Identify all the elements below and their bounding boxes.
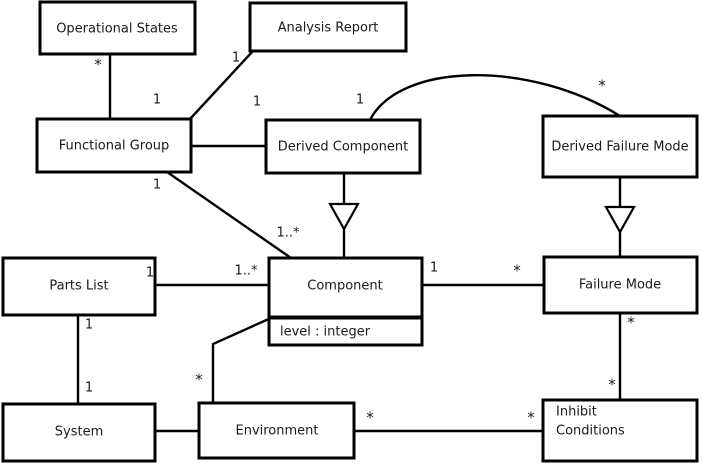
class-box-rect[interactable] xyxy=(35,117,193,174)
assoc-functional-group-analysis-report[interactable] xyxy=(188,49,255,121)
multiplicity-label-m9: 1 xyxy=(146,266,154,281)
class-box-parts-list[interactable]: Parts List xyxy=(1,256,157,317)
class-name-inhibit-conditions-line2: Conditions xyxy=(556,424,625,439)
multiplicity-label-m8: 1..* xyxy=(276,226,300,241)
class-box-rect-name-compartment[interactable] xyxy=(267,256,424,319)
class-name-failure-mode: Failure Mode xyxy=(579,278,661,293)
multiplicity-label-m18: * xyxy=(366,409,374,427)
multiplicity-label-m1: * xyxy=(94,56,102,74)
generalization-triangle-component xyxy=(328,202,360,232)
multiplicity-label-m10: 1..* xyxy=(234,264,258,279)
class-name-functional-group: Functional Group xyxy=(59,139,170,154)
multiplicity-label-m12: * xyxy=(513,262,521,280)
class-box-rect[interactable] xyxy=(1,256,157,317)
class-box-system[interactable]: System xyxy=(1,402,157,463)
multiplicity-label-m15: 1 xyxy=(85,381,93,396)
class-name-derived-failure-mode: Derived Failure Mode xyxy=(551,140,688,155)
class-box-inhibit-conditions[interactable]: Inhibit Conditions xyxy=(541,398,699,463)
multiplicity-label-m3: 1 xyxy=(153,93,161,108)
class-box-rect-attribute-compartment[interactable] xyxy=(267,316,424,347)
multiplicity-label-m5: 1 xyxy=(356,93,364,108)
class-box-analysis-report[interactable]: Analysis Report xyxy=(248,1,408,53)
class-box-environment[interactable]: Environment xyxy=(197,401,356,460)
class-box-derived-failure-mode[interactable]: Derived Failure Mode xyxy=(541,114,699,179)
class-box-rect[interactable] xyxy=(197,401,356,460)
multiplicity-label-m11: 1 xyxy=(430,261,438,276)
class-name-derived-component: Derived Component xyxy=(278,140,409,155)
generalization-links xyxy=(328,173,636,258)
class-name-operational-states: Operational States xyxy=(56,22,178,37)
class-name-parts-list: Parts List xyxy=(49,279,108,294)
multiplicity-label-m19: * xyxy=(527,409,535,427)
multiplicity-labels: * 1 1 1 1 * 1 1..* 1 1..* 1 * * 1 1 * * … xyxy=(85,51,635,427)
multiplicity-label-m6: * xyxy=(598,77,606,95)
class-box-rect[interactable] xyxy=(542,255,699,315)
multiplicity-label-m16: * xyxy=(195,371,203,389)
class-box-rect[interactable] xyxy=(1,402,157,463)
generalization-triangle-failure-mode xyxy=(604,205,636,235)
class-name-analysis-report: Analysis Report xyxy=(278,21,379,36)
class-box-rect[interactable] xyxy=(541,114,699,179)
multiplicity-label-m2: 1 xyxy=(232,51,240,66)
class-box-operational-states[interactable]: Operational States xyxy=(38,0,197,56)
assoc-functional-group-component[interactable] xyxy=(165,170,293,260)
assoc-derived-component-derived-failure-mode[interactable] xyxy=(368,74,621,121)
class-box-component[interactable]: Component level : integer xyxy=(267,256,424,347)
class-name-system: System xyxy=(55,425,103,440)
class-box-functional-group[interactable]: Functional Group xyxy=(35,117,193,174)
class-name-environment: Environment xyxy=(235,424,318,439)
assoc-component-environment[interactable] xyxy=(211,316,273,405)
multiplicity-label-m14: 1 xyxy=(85,318,93,333)
class-box-failure-mode[interactable]: Failure Mode xyxy=(542,255,699,315)
class-name-component: Component xyxy=(307,279,382,294)
class-box-rect[interactable] xyxy=(38,0,197,56)
multiplicity-label-m4: 1 xyxy=(253,95,261,110)
multiplicity-label-m17: * xyxy=(608,376,616,394)
association-lines xyxy=(76,49,622,433)
multiplicity-label-m13: * xyxy=(627,314,635,332)
class-box-derived-component[interactable]: Derived Component xyxy=(264,118,422,175)
class-attribute-level: level : integer xyxy=(280,325,371,340)
class-box-rect[interactable] xyxy=(248,1,408,53)
multiplicity-label-m7: 1 xyxy=(153,178,161,193)
class-name-inhibit-conditions-line1: Inhibit xyxy=(556,405,597,420)
class-box-rect[interactable] xyxy=(264,118,422,175)
class-box-rect[interactable] xyxy=(541,398,699,463)
